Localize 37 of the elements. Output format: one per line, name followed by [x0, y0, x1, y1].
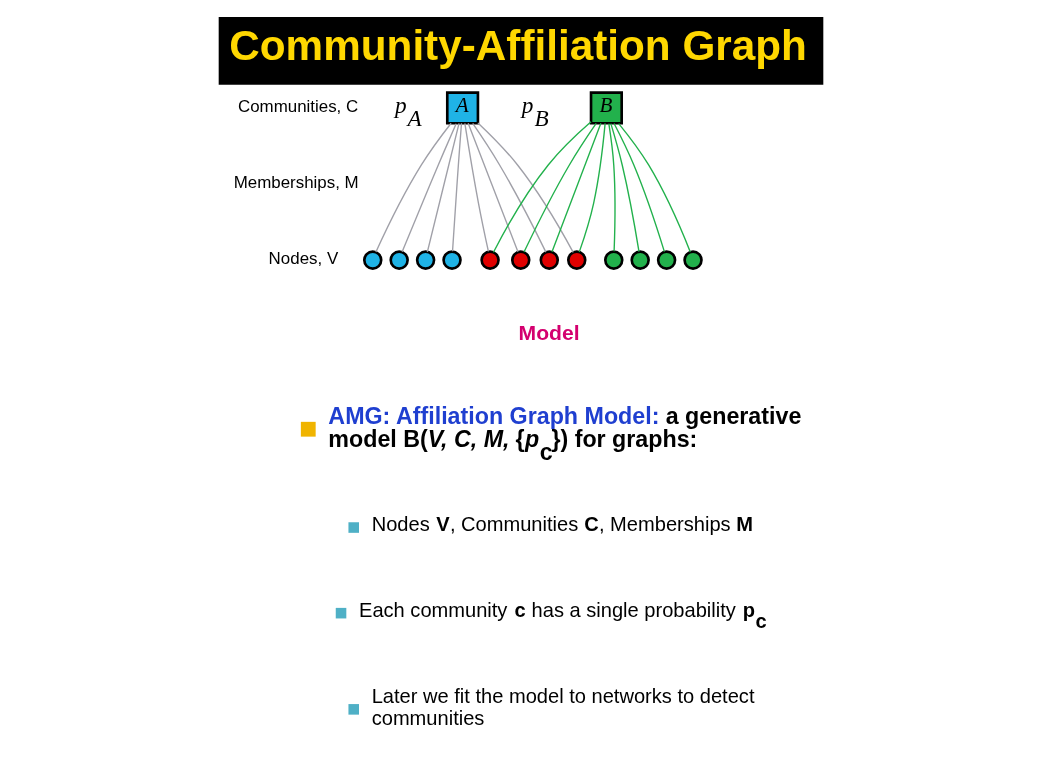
node-circle: [682, 250, 703, 270]
node-circle: [603, 250, 624, 270]
node-circle: [539, 250, 559, 270]
connector: [467, 122, 519, 253]
connector: [426, 122, 460, 253]
connector: [374, 122, 452, 253]
diagram-title: Community-Affiliation Graph: [228, 22, 807, 70]
node-circle: [415, 250, 435, 270]
node-circle: [510, 250, 530, 270]
node-circle: [479, 250, 500, 270]
label: Nodes, V: [268, 249, 338, 269]
connector: [612, 122, 665, 253]
connector: [451, 122, 462, 252]
connector: [476, 122, 574, 254]
label: Model: [518, 321, 580, 345]
connector: [607, 122, 616, 252]
node-box: A: [445, 91, 479, 125]
connector: [492, 121, 592, 253]
node-circle: [441, 250, 462, 270]
node-circle: [629, 250, 650, 270]
connector: [522, 122, 597, 253]
node-box: B: [589, 91, 623, 125]
connector: [401, 123, 457, 253]
node-circle: [656, 250, 676, 270]
connector: [471, 122, 547, 253]
connector: [617, 122, 691, 253]
connector: [463, 122, 489, 253]
label: Nodes V, Communities C, Memberships M: [371, 513, 753, 536]
label: Communities, C: [237, 96, 358, 116]
label: Later we fit the model to networks to detect communities: [371, 685, 754, 730]
node-circle: [566, 250, 587, 270]
connector: [550, 122, 602, 253]
connector: [578, 122, 606, 253]
node-circle: [388, 250, 409, 270]
node-circle: [362, 250, 383, 270]
connector: [609, 122, 640, 253]
label: Memberships, M: [233, 173, 359, 193]
